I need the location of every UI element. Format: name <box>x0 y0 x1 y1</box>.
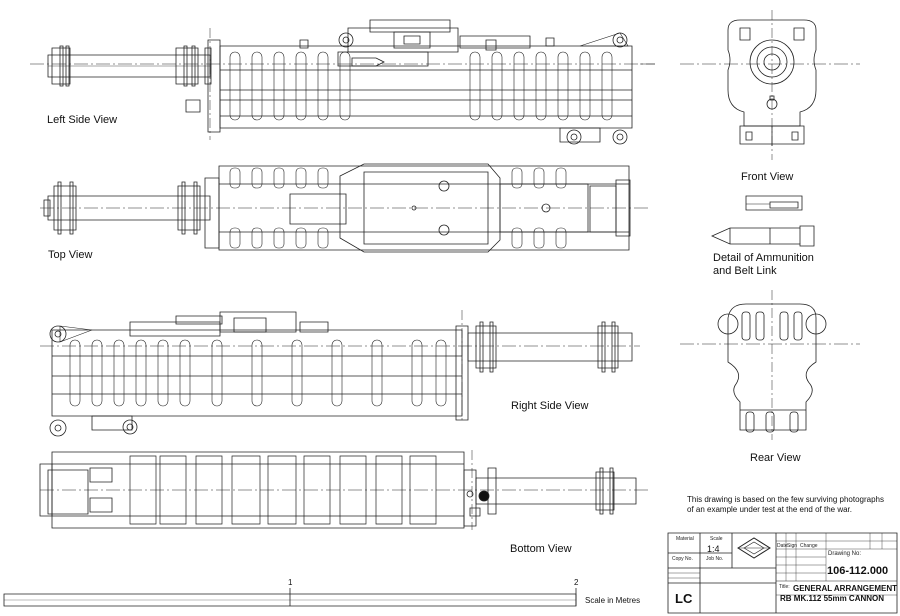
sign-column-header: Sign <box>787 543 798 549</box>
right-side-view-drawing <box>40 310 640 436</box>
front-view-label: Front View <box>741 171 794 183</box>
rear-view-drawing <box>680 290 860 440</box>
left-side-view-drawing <box>30 20 655 144</box>
company-logo <box>738 538 770 558</box>
drawer-initials: LC <box>675 591 693 606</box>
ammunition-detail-drawing <box>712 196 814 246</box>
bottom-view-label: Bottom View <box>510 543 572 555</box>
ammunition-detail-label-line2: and Belt Link <box>713 265 777 277</box>
scale-label: Scale <box>710 536 723 542</box>
title-block-frame <box>668 533 897 613</box>
left-side-view-label: Left Side View <box>47 114 118 126</box>
material-label: Material <box>676 536 694 542</box>
copy-no-label: Copy No. <box>672 556 693 562</box>
change-column-header: Change <box>800 543 818 549</box>
right-side-view-label: Right Side View <box>511 400 589 412</box>
scale-value: 1:4 <box>707 544 720 554</box>
drawing-note-line1: This drawing is based on the few survivi… <box>687 495 884 504</box>
bottom-view-drawing <box>40 450 650 530</box>
drawing-title-line1: GENERAL ARRANGEMENT <box>793 584 898 593</box>
scale-tick-2: 2 <box>574 578 579 587</box>
scale-bar-label: Scale in Metres <box>585 596 641 605</box>
title-label: Title: <box>779 584 790 590</box>
front-view-drawing <box>680 10 860 160</box>
rear-view-label: Rear View <box>750 452 801 464</box>
drawing-no-label: Drawing No: <box>828 551 862 557</box>
top-view-drawing <box>40 164 650 252</box>
scale-bar-graphic <box>4 588 576 606</box>
drawing-title-line2: RB MK.112 55mm CANNON <box>780 594 885 603</box>
top-view-label: Top View <box>48 249 93 261</box>
job-no-label: Job No. <box>706 556 724 562</box>
drawing-note-line2: of an example under test at the end of t… <box>687 505 852 514</box>
date-column-header: Date <box>777 543 788 549</box>
drawing-number: 106-112.000 <box>827 565 889 577</box>
scale-tick-1: 1 <box>288 578 293 587</box>
ammunition-detail-label-line1: Detail of Ammunition <box>713 252 814 264</box>
